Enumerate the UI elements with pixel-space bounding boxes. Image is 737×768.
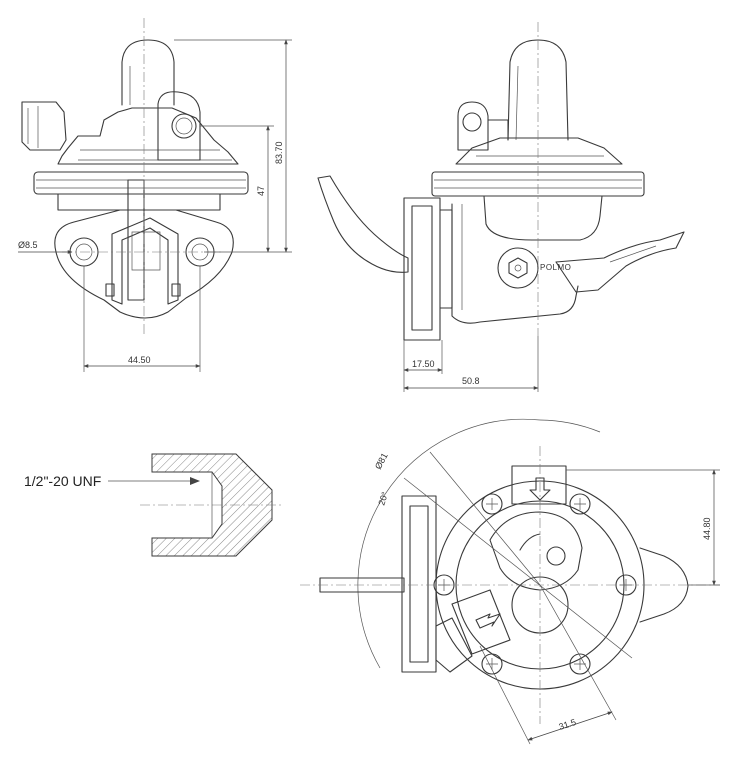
dim-hole-spacing: 44.50 xyxy=(128,355,151,365)
bottom-view: Ø81 20° 44.80 31.5 xyxy=(300,418,720,745)
brand-label: POLMO xyxy=(540,263,571,272)
dim-angle: 20° xyxy=(376,490,390,506)
dim-height-total: 83.70 xyxy=(274,141,284,164)
dim-side-offset: 17.50 xyxy=(412,359,435,369)
side-view: POLMO 17.50 50.8 xyxy=(317,22,685,392)
thread-section-view: 1/2"-20 UNF xyxy=(24,453,284,557)
dim-hole-dia: Ø8.5 xyxy=(18,240,38,250)
front-view: Ø8.5 44.50 83.70 47 xyxy=(18,18,292,372)
dim-port-offset: 31.5 xyxy=(558,717,578,732)
dim-height-flange: 47 xyxy=(256,186,266,196)
dim-side-depth: 50.8 xyxy=(462,376,480,386)
bolt-group xyxy=(433,493,637,675)
dim-outlet-height: 44.80 xyxy=(702,517,712,540)
dim-body-dia: Ø81 xyxy=(373,451,390,471)
thread-spec-label: 1/2"-20 UNF xyxy=(24,473,101,489)
